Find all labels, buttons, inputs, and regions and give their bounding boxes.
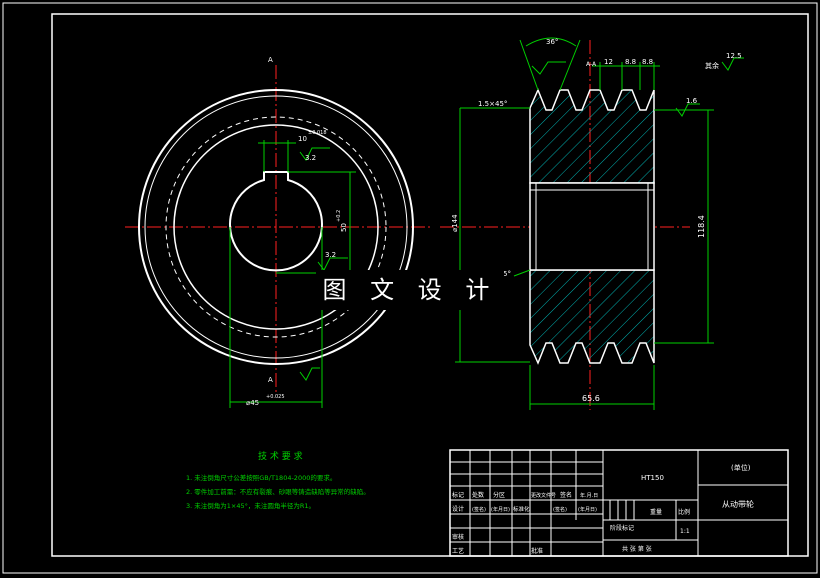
bore-dia-tol: +0.025 — [266, 394, 285, 400]
tb-sheets: 共 张 第 张 — [622, 545, 652, 553]
technical-requirements: 技 术 要 求 1. 未注倒角尺寸公差按照GB/T1804-2000的要求。 2… — [186, 450, 370, 510]
tech-req-item-3: 3. 未注倒角为1×45°，未注圆角半径为R1。 — [186, 501, 315, 510]
section-upper-body — [529, 88, 655, 184]
tb-row-label-1: 标记 — [452, 491, 464, 499]
company-label: (单位) — [731, 463, 751, 472]
pulley-outer-circle-2 — [144, 95, 408, 359]
inner-dim-label: 118.4 — [697, 215, 706, 238]
roughness-general-label: 其余 — [705, 61, 719, 70]
front-dimensions — [229, 140, 356, 408]
tb-standard: 标准化 — [513, 505, 530, 513]
tb-scale: 比例 — [678, 508, 690, 516]
section-lower-body — [529, 269, 655, 365]
section-bore — [529, 182, 655, 271]
tech-req-item-2: 2. 零件加工前需：不应有裂痕、砂眼等铸造缺陷等异常的缺陷。 — [186, 487, 370, 496]
groove-label: A-A — [586, 61, 597, 68]
width-label: 65.6 — [582, 394, 600, 403]
bore-with-keyway — [229, 171, 323, 272]
groove-angle-label: 36° — [546, 38, 558, 46]
pitch-circle-hidden — [165, 116, 387, 338]
tb-row-label-2: 处数 — [472, 491, 484, 499]
bore-dia-label: ⌀45 — [246, 399, 259, 407]
tech-req-item-1: 1. 未注倒角尺寸公差按照GB/T1804-2000的要求。 — [186, 473, 336, 482]
section-marker-bottom: A — [268, 376, 273, 384]
tb-row-label-4: 更改文件号 — [531, 492, 556, 499]
roughness-label-2: 3.2 — [325, 251, 336, 259]
title-block-text: HT150 (单位) 从动带轮 标记 处数 分区 更改文件号 签名 年.月.日 … — [452, 463, 754, 555]
roughness-label-1: 3.2 — [305, 154, 316, 162]
watermark-text: 图 文 设 计 — [316, 270, 504, 310]
front-view: A A 10 ±0.018 3.2 50 +0.2 3.2 ⌀45 +0.025 — [125, 56, 430, 408]
tb-process: 工艺 — [452, 547, 464, 555]
tb-approve: 批准 — [531, 547, 543, 555]
groove-pitch-1: 12 — [604, 58, 613, 66]
groove-pitch-2: 8.8 — [625, 58, 636, 66]
chamfer-label: 1.5×45° — [478, 100, 507, 108]
keyway-depth-tol: +0.2 — [336, 210, 342, 222]
keyway-width-label: 10 — [298, 135, 307, 143]
part-name-label: 从动带轮 — [722, 499, 754, 509]
groove-pitch-3: 8.8 — [642, 58, 653, 66]
tb-design-sign: (签名) — [472, 506, 486, 513]
tb-row-label-3: 分区 — [493, 491, 505, 499]
inner-frame — [51, 13, 809, 557]
title-block — [449, 449, 789, 557]
draft-angle-label: 5° — [503, 270, 511, 278]
hub-circle — [173, 124, 379, 330]
tb-standard-sign: (签名) — [553, 506, 567, 513]
keyway-width-tol: ±0.018 — [308, 130, 327, 136]
material-label: HT150 — [641, 474, 664, 482]
roughness-general-value: 12.5 — [726, 52, 742, 60]
pulley-outer-circle — [138, 89, 414, 365]
tb-standard-date: (年月日) — [578, 506, 597, 513]
tb-stage-mark: 阶段标记 — [610, 524, 634, 532]
section-marker-top: A — [268, 56, 273, 64]
roughness-top-label: 1.6 — [686, 97, 698, 105]
keyway-depth-label: 50 — [340, 223, 348, 232]
tb-weight: 重量 — [650, 508, 662, 516]
outer-dia-label: ⌀144 — [451, 214, 459, 232]
tb-review: 审核 — [452, 533, 464, 541]
tb-row-label-6: 年.月.日 — [580, 492, 598, 499]
tb-design-date: (年月日) — [491, 506, 510, 513]
section-dimensions — [455, 37, 744, 410]
tb-design: 设计 — [452, 505, 464, 513]
tb-scale-value: 1:1 — [680, 528, 690, 535]
tech-req-title: 技 术 要 求 — [258, 450, 303, 462]
tb-row-label-5: 签名 — [560, 491, 572, 499]
section-view: 36° A-A 12 8.8 8.8 1.5×45° 1.6 其余 12.5 ⌀… — [440, 37, 744, 410]
